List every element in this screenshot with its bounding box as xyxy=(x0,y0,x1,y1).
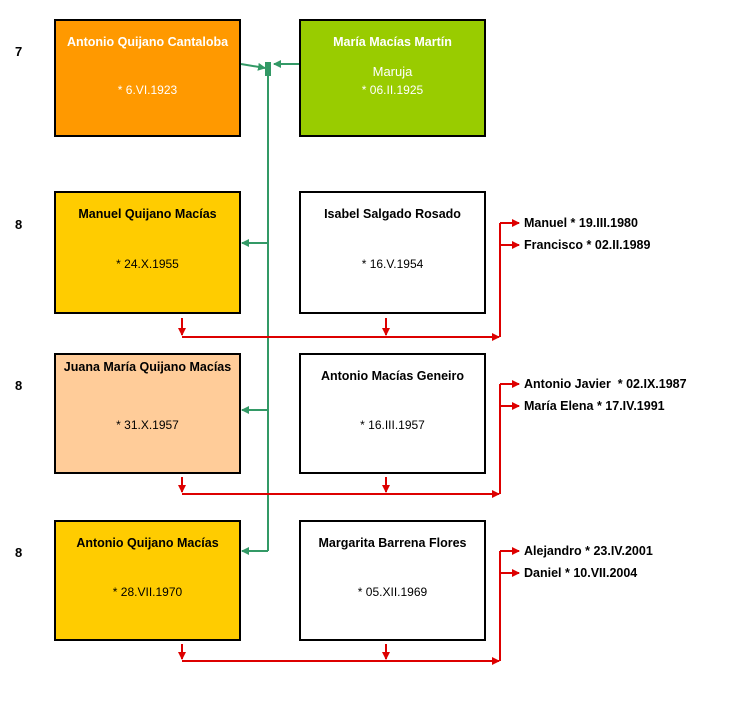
person-name: Juana María Quijano Macías xyxy=(63,360,232,374)
person-birth-date: * 16.III.1957 xyxy=(360,418,425,432)
generation-label: 8 xyxy=(15,378,23,393)
person-name: Manuel Quijano Macías xyxy=(78,207,217,221)
person-box-antonio-quijano-macias: Antonio Quijano Macías * 28.VII.1970 xyxy=(54,520,241,641)
person-box-antonio-quijano-cantaloba: Antonio Quijano Cantaloba * 6.VI.1923 xyxy=(54,19,241,137)
person-name: Antonio Macías Geneiro xyxy=(320,369,465,383)
person-box-isabel-salgado-rosado: Isabel Salgado Rosado * 16.V.1954 xyxy=(299,191,486,314)
person-birth-date: * 24.X.1955 xyxy=(116,257,179,271)
grandchild-label: María Elena * 17.IV.1991 xyxy=(524,399,665,413)
generation-label: 7 xyxy=(15,44,23,59)
person-birth-date: * 28.VII.1970 xyxy=(112,585,183,599)
grandchild-label: Antonio Javier * 02.IX.1987 xyxy=(524,377,687,391)
person-birth-date: * 6.VI.1923 xyxy=(117,83,178,97)
person-nickname: Maruja xyxy=(372,64,413,79)
generation-label: 8 xyxy=(15,217,23,232)
person-name: Antonio Quijano Cantaloba xyxy=(66,35,229,49)
person-box-juana-maria-quijano-macias: Juana María Quijano Macías * 31.X.1957 xyxy=(54,353,241,474)
descent-lines xyxy=(240,60,299,555)
person-birth-date: * 06.II.1925 xyxy=(361,83,424,97)
grandchild-label: Alejandro * 23.IV.2001 xyxy=(524,544,653,558)
person-name: María Macías Martín xyxy=(333,35,452,49)
person-box-margarita-barrena-flores: Margarita Barrena Flores * 05.XII.1969 xyxy=(299,520,486,641)
person-box-antonio-macias-geneiro: Antonio Macías Geneiro * 16.III.1957 xyxy=(299,353,486,474)
person-name: Isabel Salgado Rosado xyxy=(324,207,461,221)
grandchild-label: Manuel * 19.III.1980 xyxy=(524,216,638,230)
grandchild-label: Daniel * 10.VII.2004 xyxy=(524,566,638,580)
person-box-maria-macias-martin: María Macías Martín Maruja * 06.II.1925 xyxy=(299,19,486,137)
generation-label: 8 xyxy=(15,545,23,560)
grandchild-label: Francisco * 02.II.1989 xyxy=(524,238,651,252)
person-birth-date: * 16.V.1954 xyxy=(361,257,424,271)
union-marker xyxy=(265,62,271,76)
person-box-manuel-quijano-macias: Manuel Quijano Macías * 24.X.1955 xyxy=(54,191,241,314)
person-birth-date: * 31.X.1957 xyxy=(116,418,179,432)
person-name: Antonio Quijano Macías xyxy=(76,536,219,550)
family-lines xyxy=(178,219,520,665)
person-birth-date: * 05.XII.1969 xyxy=(357,585,428,599)
person-name: Margarita Barrena Flores xyxy=(318,536,467,550)
